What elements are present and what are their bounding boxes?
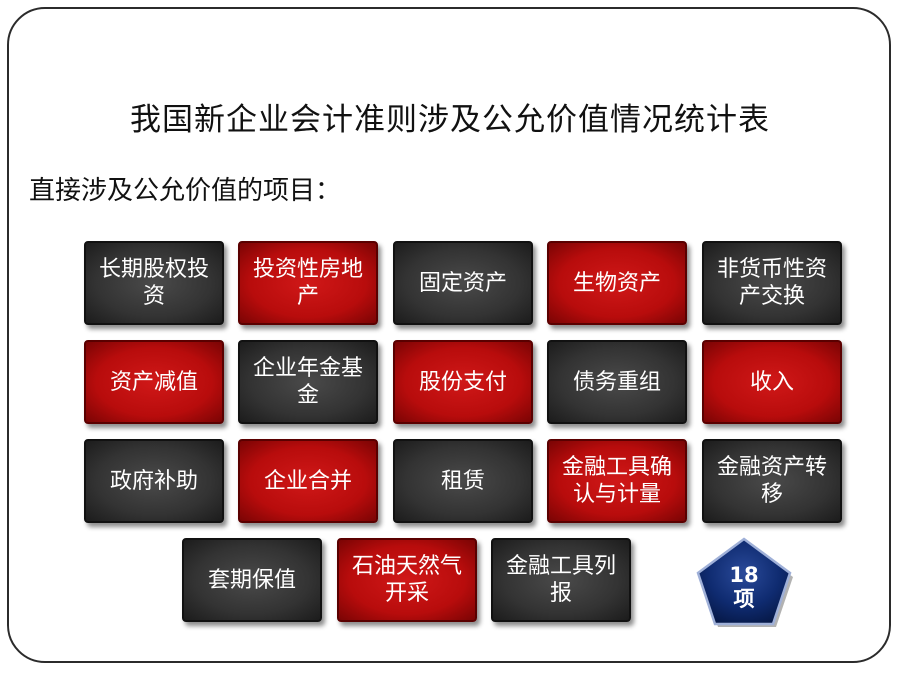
tile-financial-asset-transfer: 金融资产转移: [702, 439, 842, 523]
count-badge-unit: 项: [733, 587, 755, 611]
tile-non-monetary-exchange: 非货币性资产交换: [702, 241, 842, 325]
tile-financial-instruments-presentation: 金融工具列报: [491, 538, 631, 622]
tile-leases: 租赁: [393, 439, 533, 523]
tile-biological-assets: 生物资产: [547, 241, 687, 325]
tile-hedging: 套期保值: [182, 538, 322, 622]
tile-financial-instruments-recognition: 金融工具确认与计量: [547, 439, 687, 523]
tile-debt-restructuring: 债务重组: [547, 340, 687, 424]
tile-enterprise-annuity-fund: 企业年金基金: [238, 340, 378, 424]
tile-long-term-equity-investment: 长期股权投资: [84, 241, 224, 325]
tile-investment-property: 投资性房地产: [238, 241, 378, 325]
tile-revenue: 收入: [702, 340, 842, 424]
tile-fixed-assets: 固定资产: [393, 241, 533, 325]
page-title: 我国新企业会计准则涉及公允价值情况统计表: [130, 102, 770, 138]
count-badge-pentagon: [696, 537, 793, 627]
tile-oil-gas-extraction: 石油天然气开采: [337, 538, 477, 622]
tile-share-based-payment: 股份支付: [393, 340, 533, 424]
count-badge-number: 18: [729, 563, 759, 587]
section-subtitle: 直接涉及公允价值的项目：: [29, 176, 342, 206]
tile-business-combination: 企业合并: [238, 439, 378, 523]
count-badge-text: 18 项: [692, 563, 796, 611]
tile-government-grants: 政府补助: [84, 439, 224, 523]
tile-asset-impairment: 资产减值: [84, 340, 224, 424]
